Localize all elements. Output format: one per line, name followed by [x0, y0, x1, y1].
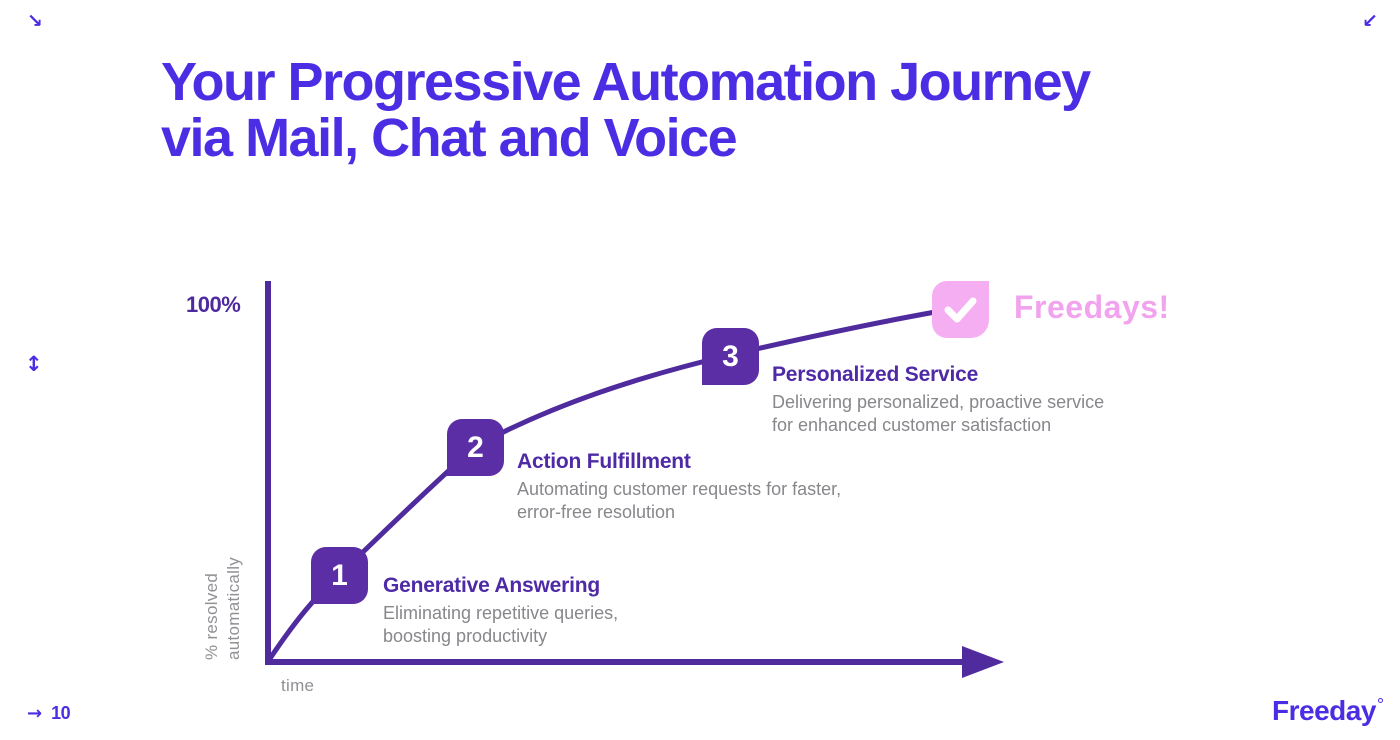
checkmark-icon	[944, 297, 977, 323]
milestone-title: Action Fulfillment	[517, 450, 691, 473]
endpoint-badge	[932, 281, 989, 338]
milestone-2-text: Action Fulfillment Automating customer r…	[517, 450, 841, 524]
milestone-1-text: Generative Answering Eliminating repetit…	[383, 574, 618, 648]
milestone-3-text: Personalized Service Delivering personal…	[772, 363, 1104, 437]
brand-logo-text: Freeday	[1272, 695, 1376, 726]
brand-logo: Freeday	[1272, 695, 1383, 727]
page-number: 10	[51, 703, 71, 723]
milestone-number: 1	[331, 558, 348, 592]
registered-mark-icon	[1377, 698, 1383, 703]
milestone-title: Personalized Service	[772, 363, 979, 386]
x-axis-title: time	[281, 676, 315, 695]
page-number-indicator: → 10	[27, 703, 71, 724]
milestone-description: Eliminating repetitive queries, boosting…	[383, 603, 619, 646]
endpoint-label: Freedays!	[1014, 289, 1170, 325]
slide-title: Your Progressive Automation Journey via …	[161, 52, 1091, 168]
milestone-description: Automating customer requests for faster,…	[517, 479, 842, 522]
arrow-down-left-icon: ↙	[1362, 10, 1378, 32]
milestone-title: Generative Answering	[383, 574, 600, 597]
arrow-up-down-icon: ↕	[25, 352, 43, 376]
milestone-number: 3	[722, 339, 739, 373]
arrow-down-right-icon: ↘	[27, 10, 43, 32]
milestone-number: 2	[467, 430, 484, 464]
milestone-badge-3: 3	[702, 328, 759, 385]
milestone-description: Delivering personalized, proactive servi…	[772, 392, 1105, 435]
milestone-badge-1: 1	[311, 547, 368, 604]
arrow-right-icon: →	[27, 703, 43, 724]
y-axis-max-label: 100%	[186, 292, 241, 317]
milestone-badge-2: 2	[447, 419, 504, 476]
x-axis-arrowhead	[962, 646, 1004, 678]
y-axis-title: % resolved automatically	[202, 556, 243, 660]
